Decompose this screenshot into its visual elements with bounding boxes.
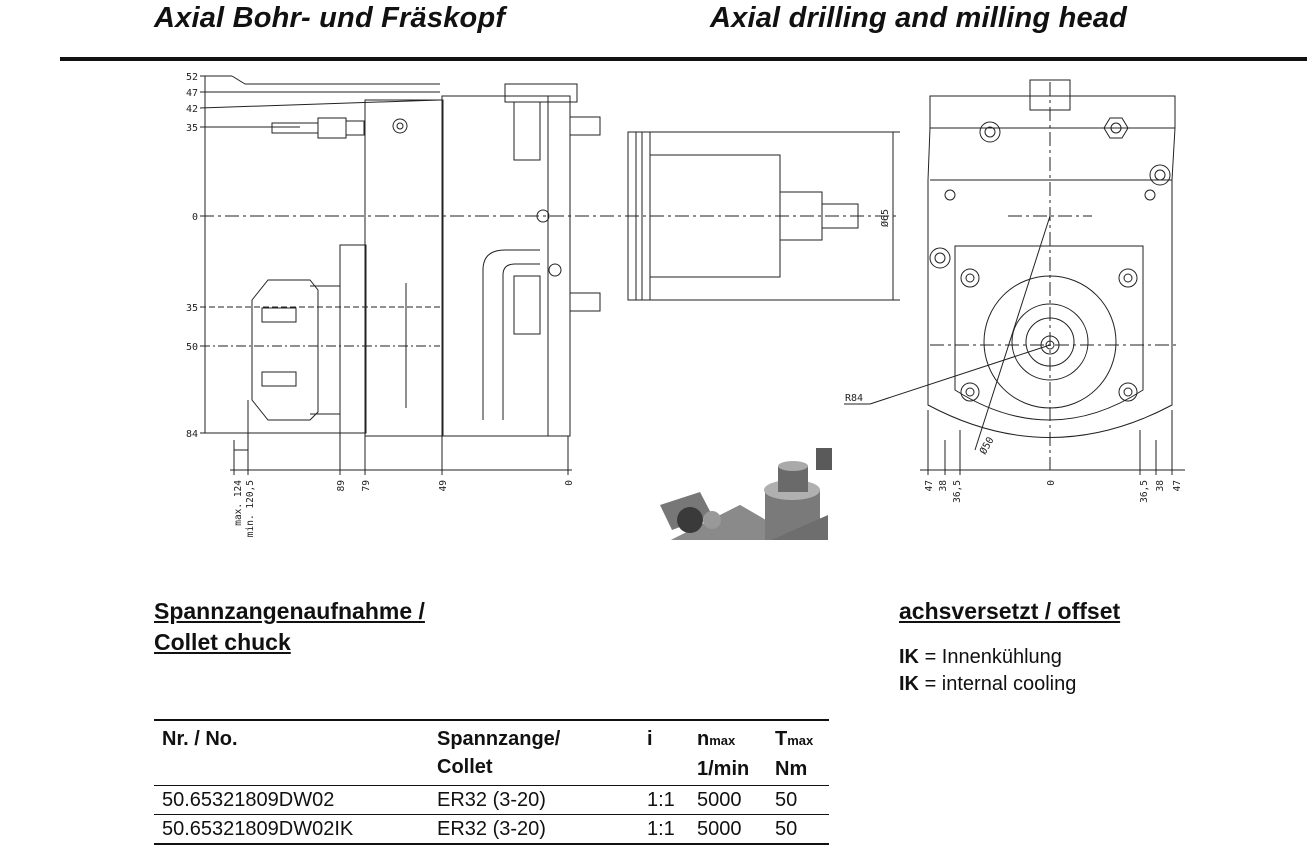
dim-front-38-left: 38 — [938, 480, 949, 492]
collet-heading-line-1: Spannzangenaufnahme / — [154, 598, 425, 624]
legend-line-2: IK = internal cooling — [899, 671, 1076, 698]
cell-collet: ER32 (3-20) — [437, 789, 546, 811]
dim-79: 79 — [361, 480, 372, 492]
cell-collet: ER32 (3-20) — [437, 818, 546, 840]
dim-front-47-right: 47 — [1172, 480, 1183, 491]
dim-front-36-5-left: 36,5 — [952, 480, 963, 503]
legend-key: IK — [899, 646, 919, 668]
cell-torque: 50 — [775, 818, 798, 840]
collet-heading-line-2: Collet chuck — [154, 629, 291, 655]
legend-text: = Innenkühlung — [924, 646, 1062, 668]
dim-52: 52 — [186, 72, 198, 83]
title-german: Axial Bohr- und Fräskopf — [154, 2, 506, 34]
dim-84: 84 — [186, 429, 198, 440]
dim-diameter-50: Ø50 — [977, 435, 996, 457]
dim-front-47-left: 47 — [924, 480, 935, 491]
table-row: 50.65321809DW02 ER32 (3-20) 1:1 5000 50 — [154, 786, 829, 815]
cell-speed: 5000 — [697, 818, 742, 840]
header-rule — [60, 57, 1307, 61]
side-view-drawing — [199, 75, 900, 475]
legend-text: = internal cooling — [924, 673, 1077, 695]
cell-ratio: 1:1 — [647, 818, 675, 840]
dim-diameter-65: Ø65 — [879, 209, 891, 227]
title-english: Axial drilling and milling head — [710, 2, 1128, 34]
dim-0-h: 0 — [564, 480, 575, 486]
dim-0: 0 — [192, 212, 198, 223]
dim-49: 49 — [438, 480, 449, 492]
header-ratio: i — [647, 728, 653, 750]
ik-legend: IK = Innenkühlung IK = internal cooling — [899, 644, 1076, 698]
offset-heading: achsversetzt / offset — [899, 598, 1121, 624]
front-view-drawing — [844, 79, 1185, 475]
dim-front-0: 0 — [1046, 480, 1057, 486]
dim-max-124: max. 124 — [233, 480, 244, 526]
dim-50: 50 — [186, 342, 198, 353]
cell-torque: 50 — [775, 789, 798, 811]
header-no: Nr. / No. — [162, 728, 238, 750]
dim-front-38-right: 38 — [1155, 480, 1166, 492]
legend-key: IK — [899, 673, 919, 695]
legend-line-1: IK = Innenkühlung — [899, 644, 1076, 671]
technical-drawing: 52 47 42 35 0 35 50 84 Ø65 max. 124 min.… — [186, 72, 1185, 540]
cell-no: 50.65321809DW02 — [162, 789, 335, 811]
dim-35-bottom: 35 — [186, 303, 198, 314]
product-rendering — [660, 448, 832, 540]
dim-front-36-5-right: 36,5 — [1139, 480, 1150, 503]
dim-r84: R84 — [845, 393, 863, 404]
cell-speed: 5000 — [697, 789, 742, 811]
header-collet: Spannzange/Collet — [437, 728, 561, 778]
dim-35-top: 35 — [186, 123, 198, 134]
dim-89: 89 — [336, 480, 347, 492]
cell-no: 50.65321809DW02IK — [162, 818, 354, 840]
dim-42: 42 — [186, 104, 198, 115]
dim-47: 47 — [186, 88, 198, 99]
collet-chuck-heading: Spannzangenaufnahme / Collet chuck — [154, 596, 425, 658]
dim-min-120-5: min. 120,5 — [245, 480, 256, 537]
cell-ratio: 1:1 — [647, 789, 675, 811]
table-row: 50.65321809DW02IK ER32 (3-20) 1:1 5000 5… — [154, 815, 829, 844]
